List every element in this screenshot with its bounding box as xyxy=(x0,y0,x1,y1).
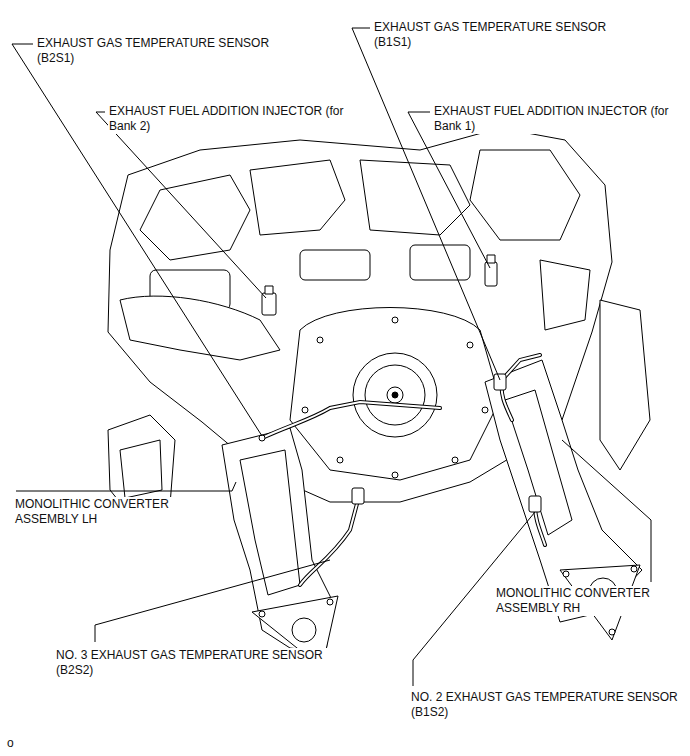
part-label: MONOLITHIC CONVERTER ASSEMBLY LH xyxy=(14,497,191,527)
part-label: EXHAUST GAS TEMPERATURE SENSOR (B1S1) xyxy=(373,20,625,50)
part-label: EXHAUST FUEL ADDITION INJECTOR (for Bank… xyxy=(108,104,360,134)
figure-mark: o xyxy=(6,736,15,751)
part-label: NO. 3 EXHAUST GAS TEMPERATURE SENSOR (B2… xyxy=(55,648,352,678)
part-label: EXHAUST FUEL ADDITION INJECTOR (for Bank… xyxy=(433,104,685,134)
part-label: EXHAUST GAS TEMPERATURE SENSOR (B2S1) xyxy=(36,36,288,66)
part-label: MONOLITHIC CONVERTER ASSEMBLY RH xyxy=(495,586,672,616)
part-label: NO. 2 EXHAUST GAS TEMPERATURE SENSOR (B1… xyxy=(410,690,686,720)
